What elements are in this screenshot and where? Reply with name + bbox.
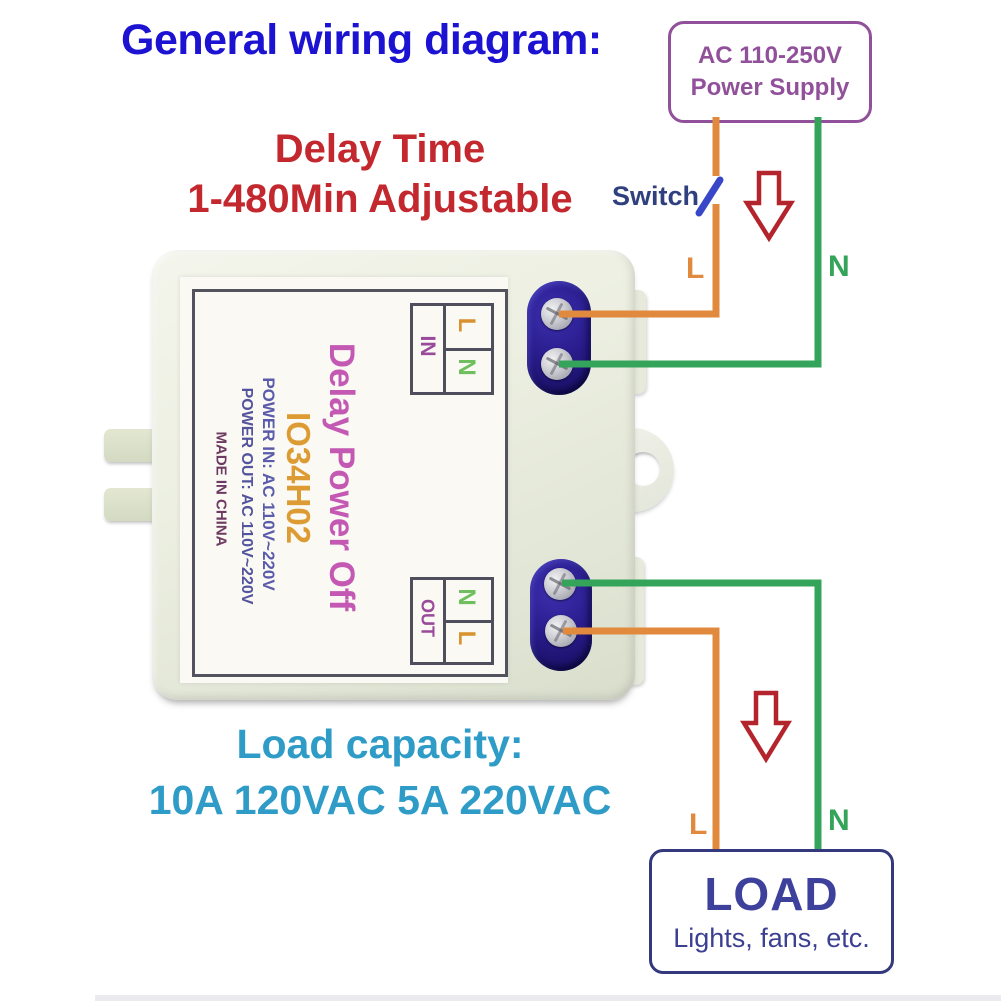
wire-label-top-live: L — [686, 252, 705, 285]
delay-time-line2: 1-480Min Adjustable — [187, 177, 573, 221]
delay-time-heading: Delay Time 1-480Min Adjustable — [120, 124, 640, 224]
module-made-in-text: MADE IN CHINA — [212, 431, 230, 547]
delay-time-line1: Delay Time — [274, 127, 486, 171]
module-label — [180, 277, 508, 683]
out-neutral-text: N — [453, 588, 480, 606]
module-mount-tab-lower — [104, 488, 158, 521]
out-terminal-table — [410, 577, 494, 665]
output-neutral-screw — [544, 568, 576, 600]
module-power-in-text: POWER IN: AC 110V~220V — [259, 377, 278, 591]
module-power-out-text: POWER OUT: AC 110V~220V — [238, 387, 255, 605]
switch-label: Switch — [612, 181, 700, 211]
output-live-screw — [545, 615, 577, 647]
wire-label-top-neutral: N — [828, 250, 850, 283]
flow-arrow-top — [742, 170, 796, 243]
bottom-edge-artifact — [95, 995, 1001, 1001]
module-label-border — [192, 289, 508, 677]
load-box-subtitle: Lights, fans, etc. — [673, 922, 870, 953]
in-terminal-table — [410, 303, 494, 395]
out-live-text: L — [453, 630, 480, 646]
in-live-cell — [446, 306, 491, 351]
wire-label-bottom-neutral: N — [828, 804, 850, 837]
input-neutral-screw — [541, 348, 573, 380]
module-model-text: IO34H02 — [280, 411, 317, 545]
power-supply-line2: Power Supply — [690, 74, 850, 101]
load-capacity-line1: Load capacity: — [236, 721, 524, 767]
load-box: LOAD Lights, fans, etc. — [649, 849, 894, 974]
out-terminal-label-cell — [413, 580, 446, 662]
load-capacity-line2: 10A 120VAC 5A 220VAC — [148, 777, 612, 823]
in-live-text: L — [453, 317, 480, 333]
flow-arrow-bottom — [739, 690, 793, 764]
page-title: General wiring diagram: — [121, 16, 602, 64]
power-supply-line1: AC 110-250V — [697, 42, 843, 69]
wire-label-bottom-live: L — [689, 808, 708, 841]
out-label-text: OUT — [417, 599, 438, 637]
load-box-title: LOAD — [704, 867, 839, 920]
switch-symbol — [695, 176, 724, 217]
in-neutral-text: N — [453, 358, 480, 376]
power-supply-box: AC 110-250V Power Supply — [668, 21, 872, 123]
input-live-screw — [541, 298, 573, 330]
module-mount-tab-upper — [104, 429, 158, 462]
in-terminal-label-cell — [413, 306, 446, 392]
load-capacity-heading: Load capacity: 10A 120VAC 5A 220VAC — [100, 716, 660, 828]
module-title-text: Delay Power Off — [322, 342, 361, 612]
in-label-text: IN — [416, 335, 439, 357]
out-neutral-cell — [446, 580, 491, 623]
